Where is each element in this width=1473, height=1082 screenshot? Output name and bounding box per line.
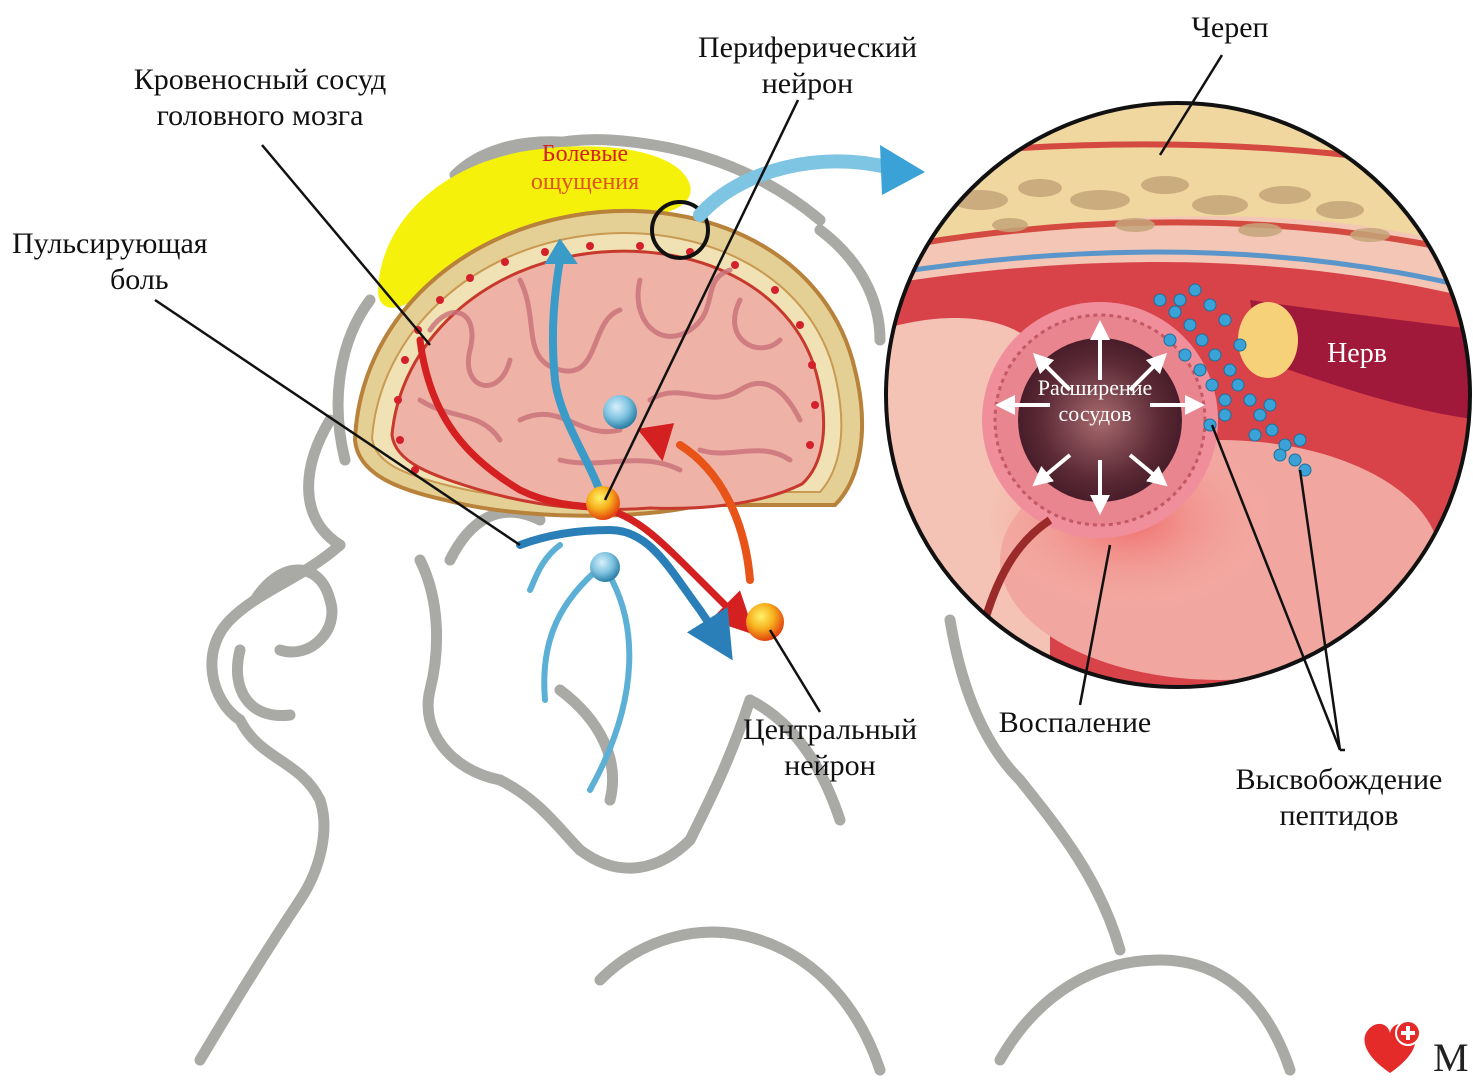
label-nerve: Нерв bbox=[1312, 338, 1402, 370]
label-pain-sensations: Болевые ощущения bbox=[505, 140, 665, 196]
label-vasodilation: Расширение сосудов bbox=[1010, 375, 1180, 427]
label-peripheral-neuron: Периферический нейрон bbox=[665, 30, 950, 102]
label-central-neuron: Центральный нейрон bbox=[715, 712, 945, 784]
blue-neuron-node-upper bbox=[603, 395, 637, 429]
label-skull: Череп bbox=[1170, 10, 1290, 46]
logo-text: M bbox=[1433, 1036, 1473, 1080]
label-peptide-release: Высвобождение пептидов bbox=[1205, 762, 1473, 834]
central-neuron-node bbox=[746, 603, 784, 641]
label-inflammation: Воспаление bbox=[975, 705, 1175, 741]
peripheral-neuron-node bbox=[586, 486, 620, 520]
blue-neuron-node-lower bbox=[590, 552, 620, 582]
label-throbbing-pain: Пульсирующая боль bbox=[12, 226, 272, 298]
label-blood-vessel: Кровеносный сосуд головного мозга bbox=[95, 62, 425, 134]
logo-heart-icon bbox=[1364, 1021, 1420, 1073]
